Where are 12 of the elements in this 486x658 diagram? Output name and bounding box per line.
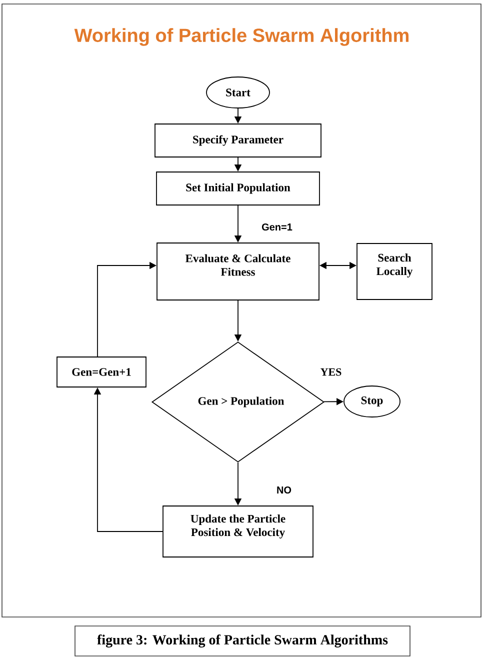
process-box: Update the Particle Position & Velocity: [162, 506, 314, 558]
process-box: Set Initial Population: [156, 172, 320, 206]
edge-label: NO: [276, 485, 292, 495]
caption: figure 3: Working of Particle Swarm Algorithms: [74, 626, 410, 656]
process-box: Evaluate & Calculate Fitness: [156, 242, 320, 300]
terminal-oval: Stop: [344, 386, 400, 418]
process-box: Search Locally: [356, 243, 432, 300]
process-box: Specify Parameter: [154, 124, 322, 158]
title: Working of Particle Swarm Algorithm: [74, 28, 408, 46]
terminal-oval: Start: [206, 76, 270, 108]
process-box: Gen=Gen+1: [56, 356, 146, 388]
edge-label: Gen=1: [260, 222, 294, 232]
